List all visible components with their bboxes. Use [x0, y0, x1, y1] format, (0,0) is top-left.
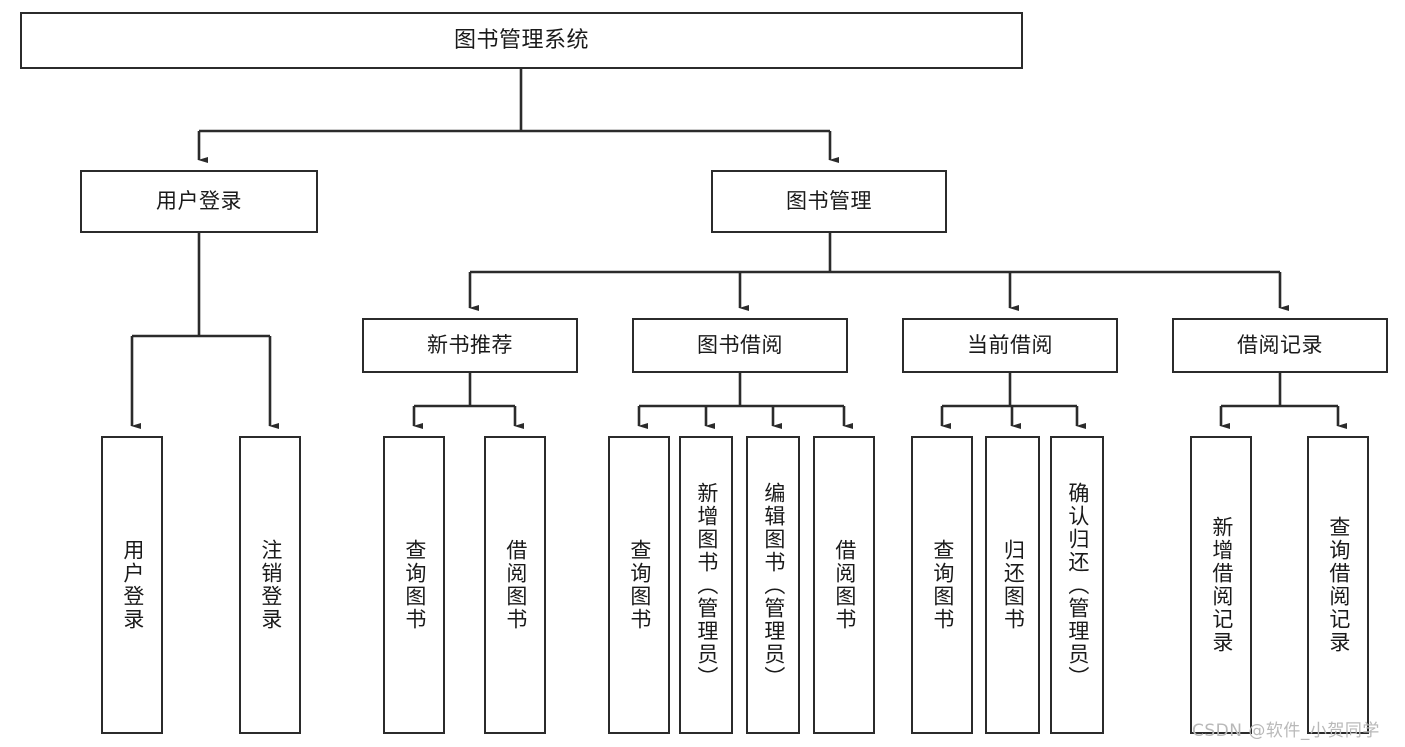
node-leaf-confirm-return-label: 确认归还（管理员）	[1065, 481, 1090, 689]
node-leaf-query-book-2[interactable]: 查询图书	[608, 436, 670, 734]
node-leaf-user-login-label: 用户登录	[120, 539, 145, 631]
node-leaf-query-record-label: 查询借阅记录	[1326, 516, 1351, 654]
node-leaf-confirm-return[interactable]: 确认归还（管理员）	[1050, 436, 1104, 734]
node-leaf-borrow-book-1[interactable]: 借阅图书	[484, 436, 546, 734]
node-leaf-user-logout[interactable]: 注销登录	[239, 436, 301, 734]
node-leaf-query-book-3[interactable]: 查询图书	[911, 436, 973, 734]
node-book-borrow-label: 图书借阅	[697, 333, 783, 358]
node-leaf-edit-book-label: 编辑图书（管理员）	[761, 481, 786, 689]
node-leaf-query-book-3-label: 查询图书	[930, 539, 955, 631]
node-leaf-query-record[interactable]: 查询借阅记录	[1307, 436, 1369, 734]
node-current-borrow[interactable]: 当前借阅	[902, 318, 1118, 373]
node-user-login-label: 用户登录	[156, 189, 242, 214]
node-leaf-return-book[interactable]: 归还图书	[985, 436, 1040, 734]
node-leaf-borrow-book-1-label: 借阅图书	[503, 539, 528, 631]
node-book-borrow[interactable]: 图书借阅	[632, 318, 848, 373]
node-leaf-edit-book[interactable]: 编辑图书（管理员）	[746, 436, 800, 734]
node-book-manage[interactable]: 图书管理	[711, 170, 947, 233]
node-leaf-borrow-book-2-label: 借阅图书	[832, 539, 857, 631]
node-current-borrow-label: 当前借阅	[967, 333, 1053, 358]
node-borrow-record-label: 借阅记录	[1237, 333, 1323, 358]
node-leaf-query-book-2-label: 查询图书	[627, 539, 652, 631]
node-leaf-add-record-label: 新增借阅记录	[1209, 516, 1234, 654]
node-leaf-add-record[interactable]: 新增借阅记录	[1190, 436, 1252, 734]
node-leaf-user-logout-label: 注销登录	[258, 539, 283, 631]
node-book-manage-label: 图书管理	[786, 189, 872, 214]
node-leaf-add-book[interactable]: 新增图书（管理员）	[679, 436, 733, 734]
node-new-book-rec[interactable]: 新书推荐	[362, 318, 578, 373]
node-leaf-return-book-label: 归还图书	[1001, 539, 1026, 631]
node-leaf-add-book-label: 新增图书（管理员）	[694, 481, 719, 689]
node-leaf-query-book-1[interactable]: 查询图书	[383, 436, 445, 734]
node-leaf-borrow-book-2[interactable]: 借阅图书	[813, 436, 875, 734]
node-root-label: 图书管理系统	[453, 27, 589, 53]
node-borrow-record[interactable]: 借阅记录	[1172, 318, 1388, 373]
node-root[interactable]: 图书管理系统	[20, 12, 1023, 69]
node-user-login[interactable]: 用户登录	[80, 170, 318, 233]
node-leaf-query-book-1-label: 查询图书	[402, 539, 427, 631]
csdn-watermark: CSDN @软件_小贺同学	[1192, 721, 1380, 741]
node-new-book-rec-label: 新书推荐	[427, 333, 513, 358]
node-leaf-user-login[interactable]: 用户登录	[101, 436, 163, 734]
